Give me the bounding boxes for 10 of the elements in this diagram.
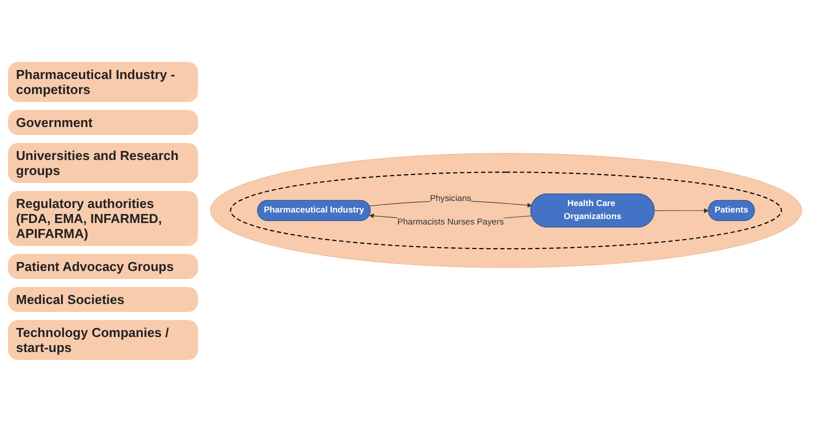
stakeholder-label: Government <box>8 110 198 134</box>
stakeholder-label: Pharmaceutical Industry - competitors <box>8 62 198 102</box>
stakeholder-label: Universities and Research groups <box>8 142 198 182</box>
stakeholder-label: Medical Societies <box>8 286 198 312</box>
stakeholder-label: Regulatory authorities (FDA, EMA, INFARMED, APIFARMA) <box>8 190 198 246</box>
stakeholder-label: Patient Advocacy Groups <box>8 254 198 278</box>
arrow <box>654 208 709 214</box>
stakeholder-label: Technology Companies / start-ups <box>8 320 198 360</box>
edge-label: Physicians <box>430 194 472 203</box>
edge-label: Pharmacists Nurses Payers <box>397 218 504 227</box>
